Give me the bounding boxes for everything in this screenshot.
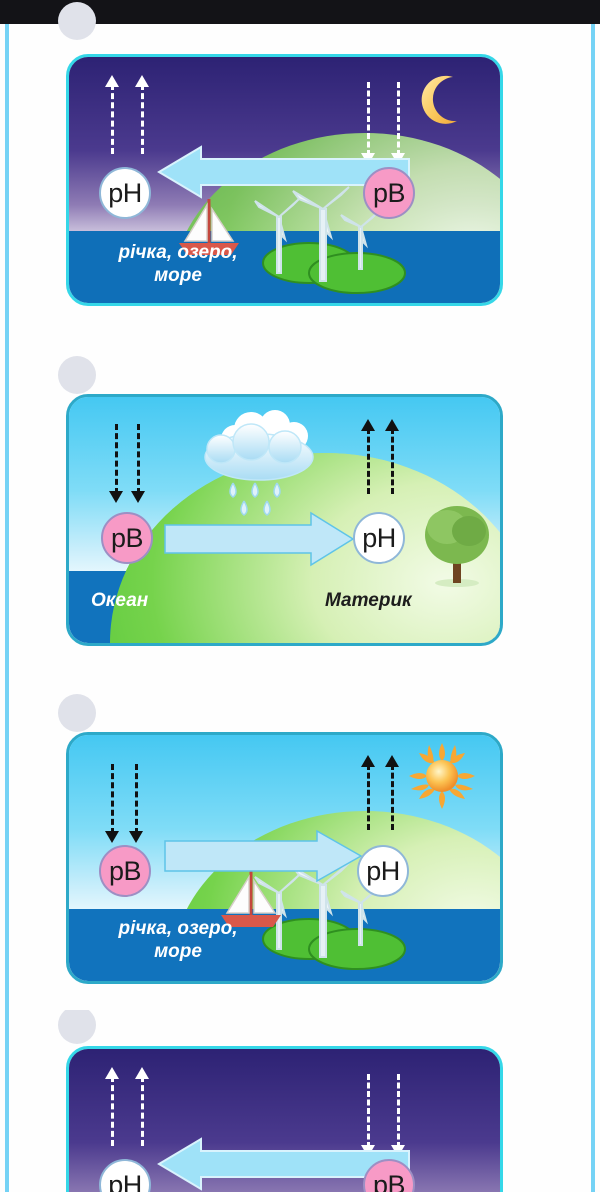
- ocean-caption-text: Океан: [91, 590, 149, 611]
- dashed-arrow-down-2: [131, 415, 145, 503]
- flow-arrow-left: [157, 1137, 410, 1191]
- tree-icon: [417, 501, 499, 587]
- avatar[interactable]: [58, 356, 96, 394]
- badge-label: pB: [110, 522, 144, 553]
- dashed-arrow-up-1: [361, 755, 375, 839]
- feed-item-4[interactable]: pH pB: [9, 1010, 591, 1192]
- badge-pb-right[interactable]: pB: [363, 167, 415, 219]
- feed-item-3[interactable]: pB pH: [9, 672, 591, 1002]
- badge-ph-right[interactable]: pH: [357, 845, 409, 897]
- sun-icon: [409, 743, 475, 809]
- panel-2[interactable]: pB pH: [66, 394, 503, 646]
- water-caption-line-2: море: [154, 941, 202, 962]
- avatar[interactable]: [58, 694, 96, 732]
- water-caption-line-1: річка, озеро,: [118, 242, 238, 263]
- flow-arrow-right: [164, 829, 363, 883]
- dashed-arrow-up-1: [105, 1067, 119, 1155]
- badge-label: pB: [372, 1169, 406, 1192]
- panel-3[interactable]: pB pH: [66, 732, 503, 984]
- dashed-arrow-up-1: [105, 75, 119, 163]
- feed-item-1[interactable]: pH pB: [9, 2, 591, 354]
- left-edge-rule: [5, 24, 9, 1192]
- sailboat-icon: [213, 869, 289, 931]
- avatar[interactable]: [58, 2, 96, 40]
- badge-label: pB: [108, 855, 142, 886]
- sailboat-icon: [171, 197, 247, 259]
- right-edge-rule: [591, 24, 595, 1192]
- ocean-caption: Океан: [91, 589, 241, 612]
- water-caption-line-2: море: [154, 265, 202, 286]
- dashed-arrow-down-1: [109, 415, 123, 503]
- rain-cloud-icon: [199, 409, 319, 517]
- moon-icon: [413, 73, 469, 129]
- badge-pb-left[interactable]: pB: [101, 512, 153, 564]
- dashed-arrow-up-2: [385, 755, 399, 839]
- status-bar: [0, 0, 600, 24]
- wind-turbines-icon: [251, 183, 391, 291]
- badge-label: pH: [362, 522, 396, 553]
- panel-1[interactable]: pH pB: [66, 54, 503, 306]
- feed-scroll-area[interactable]: pH pB: [9, 2, 591, 1192]
- badge-ph-left[interactable]: pH: [99, 167, 151, 219]
- lily-pads-icon: [259, 901, 409, 971]
- dashed-arrow-up-2: [385, 419, 399, 503]
- continent-caption: Материк: [325, 589, 495, 612]
- dashed-arrow-down-2: [129, 755, 143, 843]
- continent-caption-text: Материк: [325, 590, 412, 611]
- badge-label: pH: [108, 1169, 142, 1192]
- water-caption: річка, озеро, море: [83, 241, 273, 287]
- flow-arrow-left: [157, 145, 410, 199]
- water-caption: річка, озеро, море: [83, 917, 273, 963]
- dashed-arrow-up-2: [135, 75, 149, 163]
- badge-ph-right[interactable]: pH: [353, 512, 405, 564]
- flow-arrow-right: [164, 511, 355, 567]
- badge-label: pH: [108, 177, 142, 208]
- badge-label: pH: [366, 855, 400, 886]
- badge-label: pB: [372, 177, 406, 208]
- panel-4[interactable]: pH pB: [66, 1046, 503, 1192]
- lily-pads-icon: [259, 225, 409, 295]
- dashed-arrow-up-1: [361, 419, 375, 503]
- feed-item-2[interactable]: pB pH: [9, 334, 591, 664]
- wind-turbines-icon: [251, 859, 391, 967]
- avatar[interactable]: [58, 1010, 96, 1044]
- dashed-arrow-down-1: [105, 755, 119, 843]
- badge-pb-right[interactable]: pB: [363, 1159, 415, 1192]
- badge-pb-left[interactable]: pB: [99, 845, 151, 897]
- dashed-arrow-up-2: [135, 1067, 149, 1155]
- water-caption-line-1: річка, озеро,: [118, 918, 238, 939]
